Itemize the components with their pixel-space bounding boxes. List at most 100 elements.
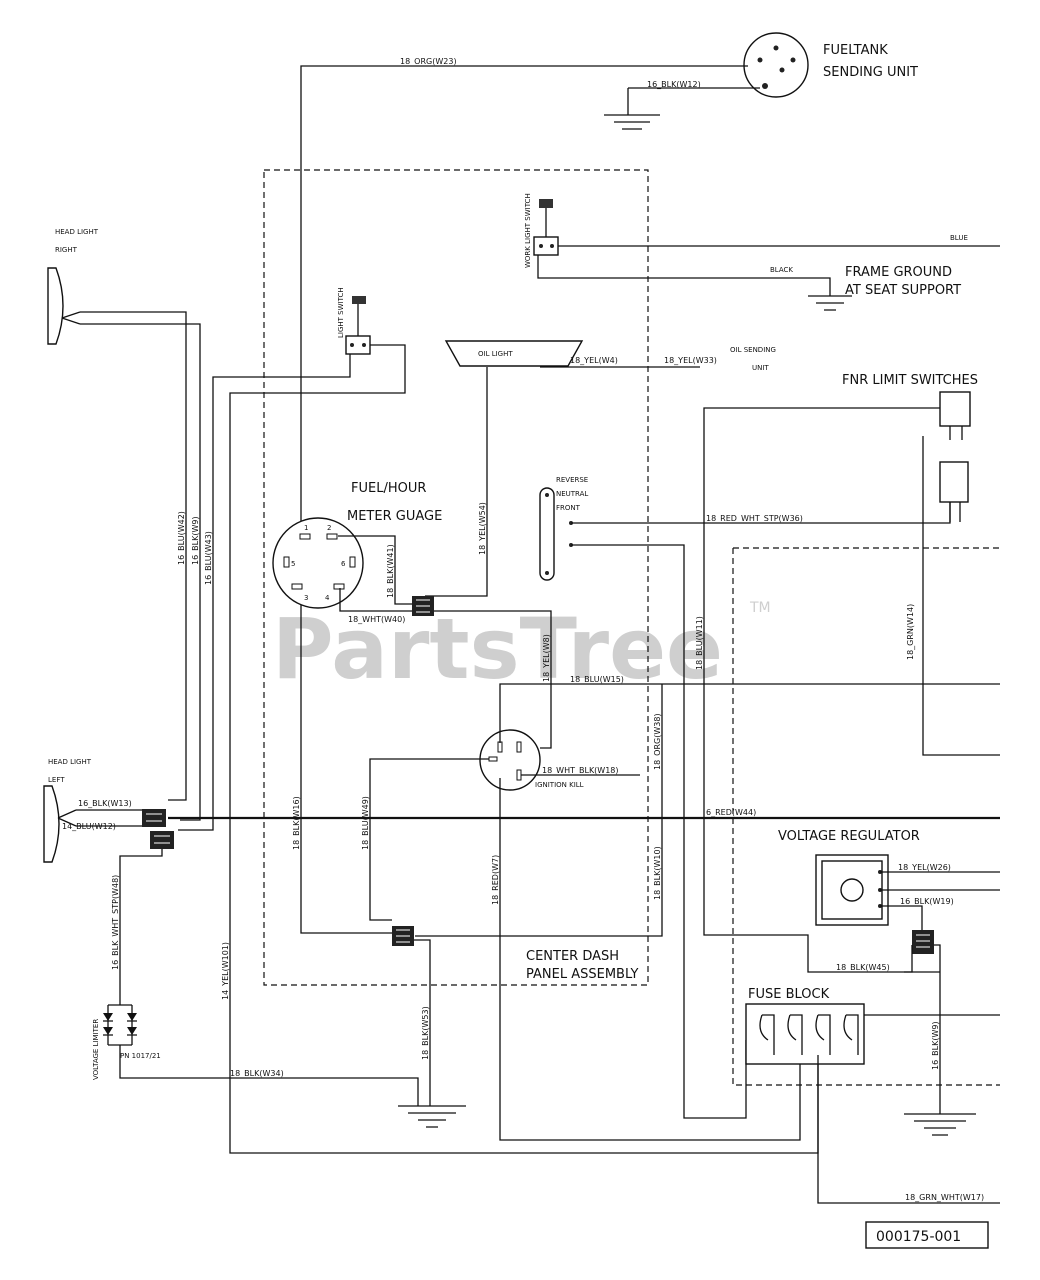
wire-label-w23: 18_ORG(W23) [400,57,457,66]
wire-label-w18: 18_WHT_BLK(W18) [542,766,619,775]
center-dash-panel-box [263,169,649,986]
light-switch[interactable] [345,296,371,355]
wire-w9-right [80,323,201,821]
frame-ground-label-2: AT SEAT SUPPORT [845,283,961,298]
oil-light [444,340,584,367]
meter-pin-4: 4 [325,594,330,602]
ground-symbol-fueltank [604,88,660,130]
ref-number: 000175-001 [876,1229,961,1245]
wire-label-w7: 18_RED(W7) [491,855,500,905]
wire-label-w34: 18_BLK(W34) [230,1069,284,1078]
wire-label-w8: 18_YEL(W8) [542,634,551,682]
trademark: TM [749,600,771,616]
wire-w19 [880,905,923,930]
fnr-limit-switch-1 [939,391,971,440]
work-light-switch[interactable] [533,199,559,256]
wire-label-w9: 16_BLK(W9) [931,1021,940,1070]
wire-label-w40: 18_WHT(W40) [348,615,405,624]
connector-meter [412,596,434,616]
wire-w15 [499,683,1000,743]
wire-w23 [300,65,748,620]
wire-label-w44: 6_RED(W44) [706,808,756,817]
wire-label-w11: 18_BLU(W11) [695,616,704,670]
wire-label-w12-left: 14_BLU(W12) [62,822,116,831]
wire-fnr-to-fuse [571,544,747,1119]
center-dash-label-1: CENTER DASH [526,949,619,964]
wire-w42 [80,311,187,801]
fueltank-label-2: SENDING UNIT [823,65,918,80]
wire-label-w45: 18_BLK(W45) [836,963,890,972]
headlight-left-label-2: LEFT [48,776,65,784]
wire-w11 [703,407,940,973]
fuel-hour-label-1: FUEL/HOUR [351,481,426,496]
connector-ground [392,926,414,946]
voltage-limiter-pn: PN 1017/21 [120,1052,161,1060]
fuel-hour-label-2: METER GUAGE [347,509,442,524]
wire-label-w49: 18_BLU(W49) [361,796,370,850]
fnr-switch [539,487,573,581]
voltage-regulator [815,854,889,926]
wire-label-w13: 16_BLK(W13) [78,799,132,808]
wire-label-w33: 18_YEL(W33) [664,356,717,365]
frame-ground-label-1: FRAME GROUND [845,265,952,280]
wire-label-w48: 16_BLK_WHT_STP(W48) [111,875,120,970]
oil-light-label: OIL LIGHT [478,350,513,358]
meter-pin-2: 2 [327,524,331,532]
connector-regulator [912,930,934,954]
fuel-hour-meter [272,517,364,609]
fnr-limit-label: FNR LIMIT SWITCHES [842,373,978,388]
ground-symbol-center [398,1105,466,1128]
ignition-switch[interactable] [479,729,541,791]
wire-w40-w8 [339,588,552,749]
fuse-block [745,1003,865,1065]
wire-w41 [338,535,412,605]
ground-symbol-regulator [904,1106,976,1136]
rear-dash-box [732,547,1000,1086]
wire-label-w4: 18_YEL(W4) [570,356,618,365]
connector-headlight-2 [150,831,174,849]
ignition-kill-label: IGNITION KILL [535,781,584,789]
wire-label-w16: 18_BLK(W16) [292,796,301,850]
ref-number-box [865,1221,989,1249]
wire-w45-stub [904,945,913,973]
headlight-left [43,785,77,863]
meter-pin-6: 6 [341,560,346,568]
wire-label-w54: 18_YEL(W54) [478,502,487,555]
fueltank-sending-unit [743,32,809,98]
wire-label-w43: 16_BLU(W43) [204,531,213,585]
wire-label-w41: 18_BLK(W41) [386,544,395,598]
fueltank-label-1: FUELTANK [823,43,888,58]
fuse-block-label: FUSE BLOCK [748,987,830,1002]
wire-label-w10: 18_BLK(W10) [653,846,662,900]
wire-w9-ground [934,944,941,1106]
wire-label-w26: 18_YEL(W26) [898,863,951,872]
oil-sending-label-1: OIL SENDING [730,346,776,354]
wire-w17 [817,1055,1000,1204]
oil-sending-label-2: UNIT [752,364,769,372]
wire-w49 [369,758,489,921]
wire-label-w42: 16_BLU(W42) [177,511,186,565]
fnr-neutral-label: NEUTRAL [556,490,588,498]
light-switch-label: LIGHT SWITCH [337,287,345,338]
voltage-regulator-label: VOLTAGE REGULATOR [778,829,920,844]
fnr-reverse-label: REVERSE [556,476,588,484]
wire-w54 [425,367,488,597]
wire-w36 [571,502,951,524]
meter-pin-1: 1 [304,524,308,532]
wire-w16 [300,620,392,934]
wire-w48 [119,849,163,1005]
wire-w38 [415,684,663,937]
wire-label-w9-right: 16_BLK(W9) [191,516,200,565]
wire-label-w19: 16_BLK(W19) [900,897,954,906]
voltage-limiter [103,1004,137,1046]
wire-label-w17: 18_GRN_WHT(W17) [905,1193,984,1202]
meter-pin-3: 3 [304,594,308,602]
connector-headlight-1 [142,809,166,827]
wire-label-w14: 18_GRN(W14) [906,604,915,660]
headlight-right-label-2: RIGHT [55,246,78,254]
work-light-switch-label: WORK LIGHT SWITCH [524,193,532,268]
wire-w43 [178,350,351,831]
wire-label-w38: 18_ORG(W38) [653,713,662,770]
meter-pin-5: 5 [291,560,295,568]
